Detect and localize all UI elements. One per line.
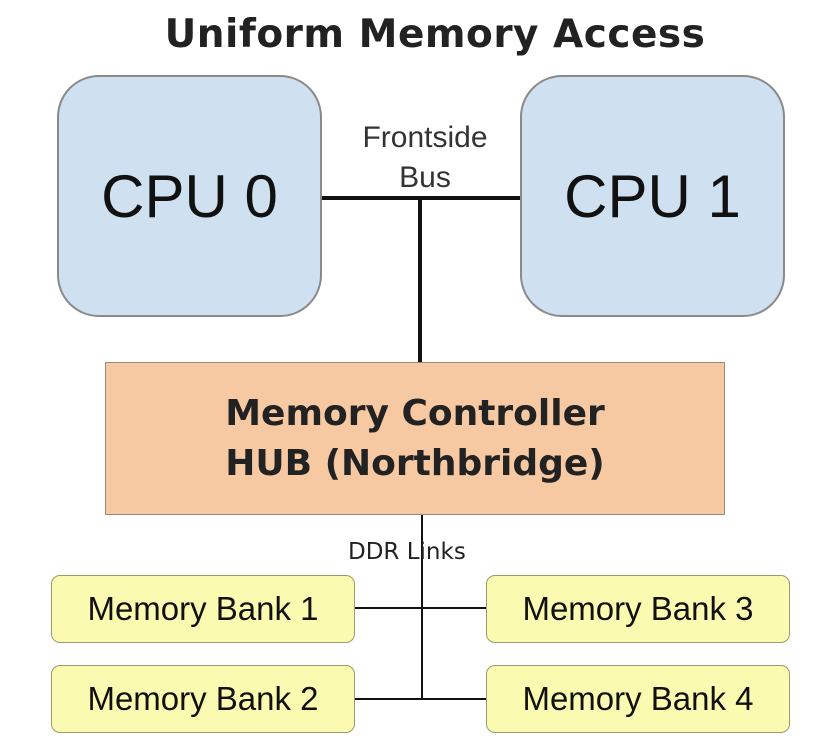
frontside-bus-label-line-1: Frontside — [362, 121, 488, 154]
hub-label-line-2: HUB (Northbridge) — [225, 442, 605, 484]
memory-bank-3-box: Memory Bank 3 — [486, 575, 790, 643]
frontside-bus-label-line-2: Bus — [399, 161, 451, 194]
cpu-0-label: CPU 0 — [101, 162, 278, 230]
cpu-1-label: CPU 1 — [564, 162, 741, 230]
memory-bank-2-box: Memory Bank 2 — [51, 665, 355, 733]
memory-bank-2-label: Memory Bank 2 — [87, 680, 319, 717]
frontside-bus-label: Frontside Bus — [340, 118, 510, 198]
memory-bank-1-label: Memory Bank 1 — [87, 590, 319, 627]
hub-label-line-1: Memory Controller — [225, 392, 605, 434]
memory-controller-hub-box: Memory Controller HUB (Northbridge) — [105, 362, 725, 515]
ddr-links-trunk-line — [421, 515, 423, 700]
diagram-title: Uniform Memory Access — [164, 12, 706, 57]
ddr-link-bank-3-line — [423, 607, 486, 609]
frontside-bus-vertical-line — [418, 198, 422, 362]
memory-bank-4-box: Memory Bank 4 — [486, 665, 790, 733]
ddr-link-bank-1-line — [355, 607, 421, 609]
memory-bank-4-label: Memory Bank 4 — [522, 680, 754, 717]
ddr-links-label: DDR Links — [348, 539, 466, 565]
ddr-link-bank-2-line — [355, 698, 421, 700]
memory-bank-1-box: Memory Bank 1 — [51, 575, 355, 643]
cpu-0-box: CPU 0 — [57, 75, 322, 317]
ddr-link-bank-4-line — [423, 698, 486, 700]
cpu-1-box: CPU 1 — [520, 75, 785, 317]
memory-bank-3-label: Memory Bank 3 — [522, 590, 754, 627]
